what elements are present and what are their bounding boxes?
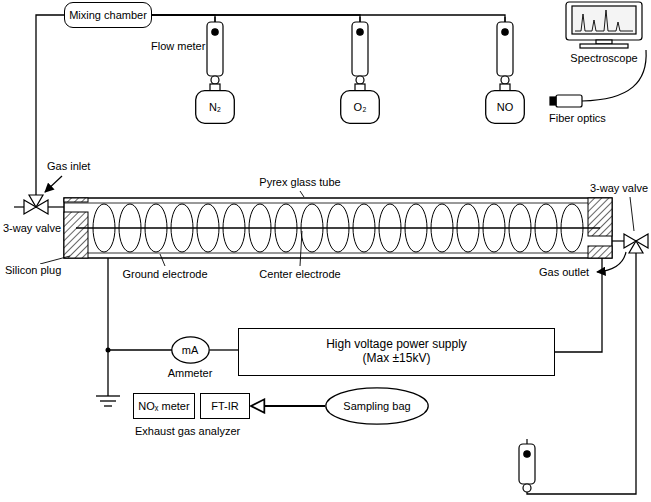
node-text: mA: [182, 344, 199, 357]
tube-wall: [64, 203, 612, 204]
node-text: FT-IR: [211, 400, 239, 413]
silicon-plug: [588, 246, 612, 258]
flow-meter: [519, 439, 535, 492]
coil-winding: [379, 204, 401, 252]
fiber-optic-probe: [550, 50, 646, 107]
sampling-bag: Sampling bag: [325, 387, 429, 425]
flow-meter: [352, 17, 368, 84]
coil-winding: [119, 204, 141, 252]
coil-winding: [353, 204, 375, 252]
connector-arrow: [251, 405, 325, 407]
gas-cylinder: O₂: [340, 90, 380, 124]
flow-meter: [207, 17, 223, 84]
spectroscope-monitor: [566, 2, 642, 48]
node-text: O₂: [354, 101, 367, 114]
coil-winding: [509, 204, 531, 252]
flow-meter: [497, 17, 513, 84]
leader-line: [160, 254, 165, 266]
coil-winding: [275, 204, 297, 252]
part-label: Exhaust gas analyzer: [134, 425, 241, 438]
coil-winding: [457, 204, 479, 252]
coil-winding: [171, 204, 193, 252]
part-label: Fiber optics: [548, 112, 607, 125]
three-way-valve: [612, 234, 648, 253]
node-text: Sampling bag: [343, 400, 410, 413]
part-label: Spectroscope: [569, 52, 638, 65]
pyrex-tube: [64, 198, 612, 258]
node-text: NOₓ meter: [138, 400, 189, 413]
part-label: 3-way valve: [2, 222, 62, 235]
part-label: Gas inlet: [46, 160, 91, 173]
part-label: Flow meter: [150, 40, 206, 53]
coil-winding: [223, 204, 245, 252]
mixing-chamber: Mixing chamber: [64, 2, 152, 28]
connector-line: [210, 349, 239, 350]
gas-cylinder: NO: [485, 90, 525, 124]
silicon-plug: [588, 198, 612, 236]
part-label: Gas outlet: [538, 266, 590, 279]
coil-winding: [197, 204, 219, 252]
ground-electrode-coil: [93, 204, 583, 252]
inlet-arrow: [45, 176, 62, 192]
leader-line: [630, 197, 634, 231]
coil-winding: [327, 204, 349, 252]
coil-winding: [483, 204, 505, 252]
ground-wire: [108, 349, 176, 350]
coil-winding: [561, 204, 583, 252]
leader-line: [300, 191, 304, 197]
analyzer-box: NOₓ meter: [133, 393, 195, 419]
analyzer-box: FT-IR: [200, 393, 250, 419]
ground-symbol: [96, 396, 120, 406]
center-electrode: [76, 227, 600, 228]
part-label: Pyrex glass tube: [258, 176, 341, 189]
coil-winding: [431, 204, 453, 252]
coil-winding: [301, 204, 323, 252]
ammeter-symbol: mA: [171, 336, 210, 364]
node-text: NO: [497, 101, 514, 114]
silicon-plug: [64, 212, 88, 258]
three-way-valve: [14, 195, 64, 214]
part-label: Ground electrode: [122, 268, 209, 281]
gas-cylinder: N₂: [195, 90, 235, 124]
node-text: Mixing chamber: [69, 9, 147, 22]
part-label: Silicon plug: [4, 264, 62, 277]
coil-winding: [93, 204, 115, 252]
ground-wire: [107, 258, 108, 396]
part-label: Ammeter: [167, 367, 214, 380]
part-label: 3-way valve: [589, 182, 649, 195]
coil-winding: [249, 204, 271, 252]
coil-winding: [145, 204, 167, 252]
coil-winding: [405, 204, 427, 252]
flow-meters: [207, 17, 535, 492]
node-text: N₂: [209, 101, 221, 114]
silicon-plug: [64, 198, 88, 202]
junction-dot: [106, 348, 111, 353]
leader-line: [300, 231, 302, 266]
leader-line: [40, 256, 70, 264]
part-label: Center electrode: [258, 268, 341, 281]
node-text: High voltage power supply (Max ±15kV): [312, 338, 482, 366]
power-supply-box: High voltage power supply (Max ±15kV): [238, 328, 555, 376]
tube-wall: [64, 253, 612, 254]
coil-winding: [535, 204, 557, 252]
